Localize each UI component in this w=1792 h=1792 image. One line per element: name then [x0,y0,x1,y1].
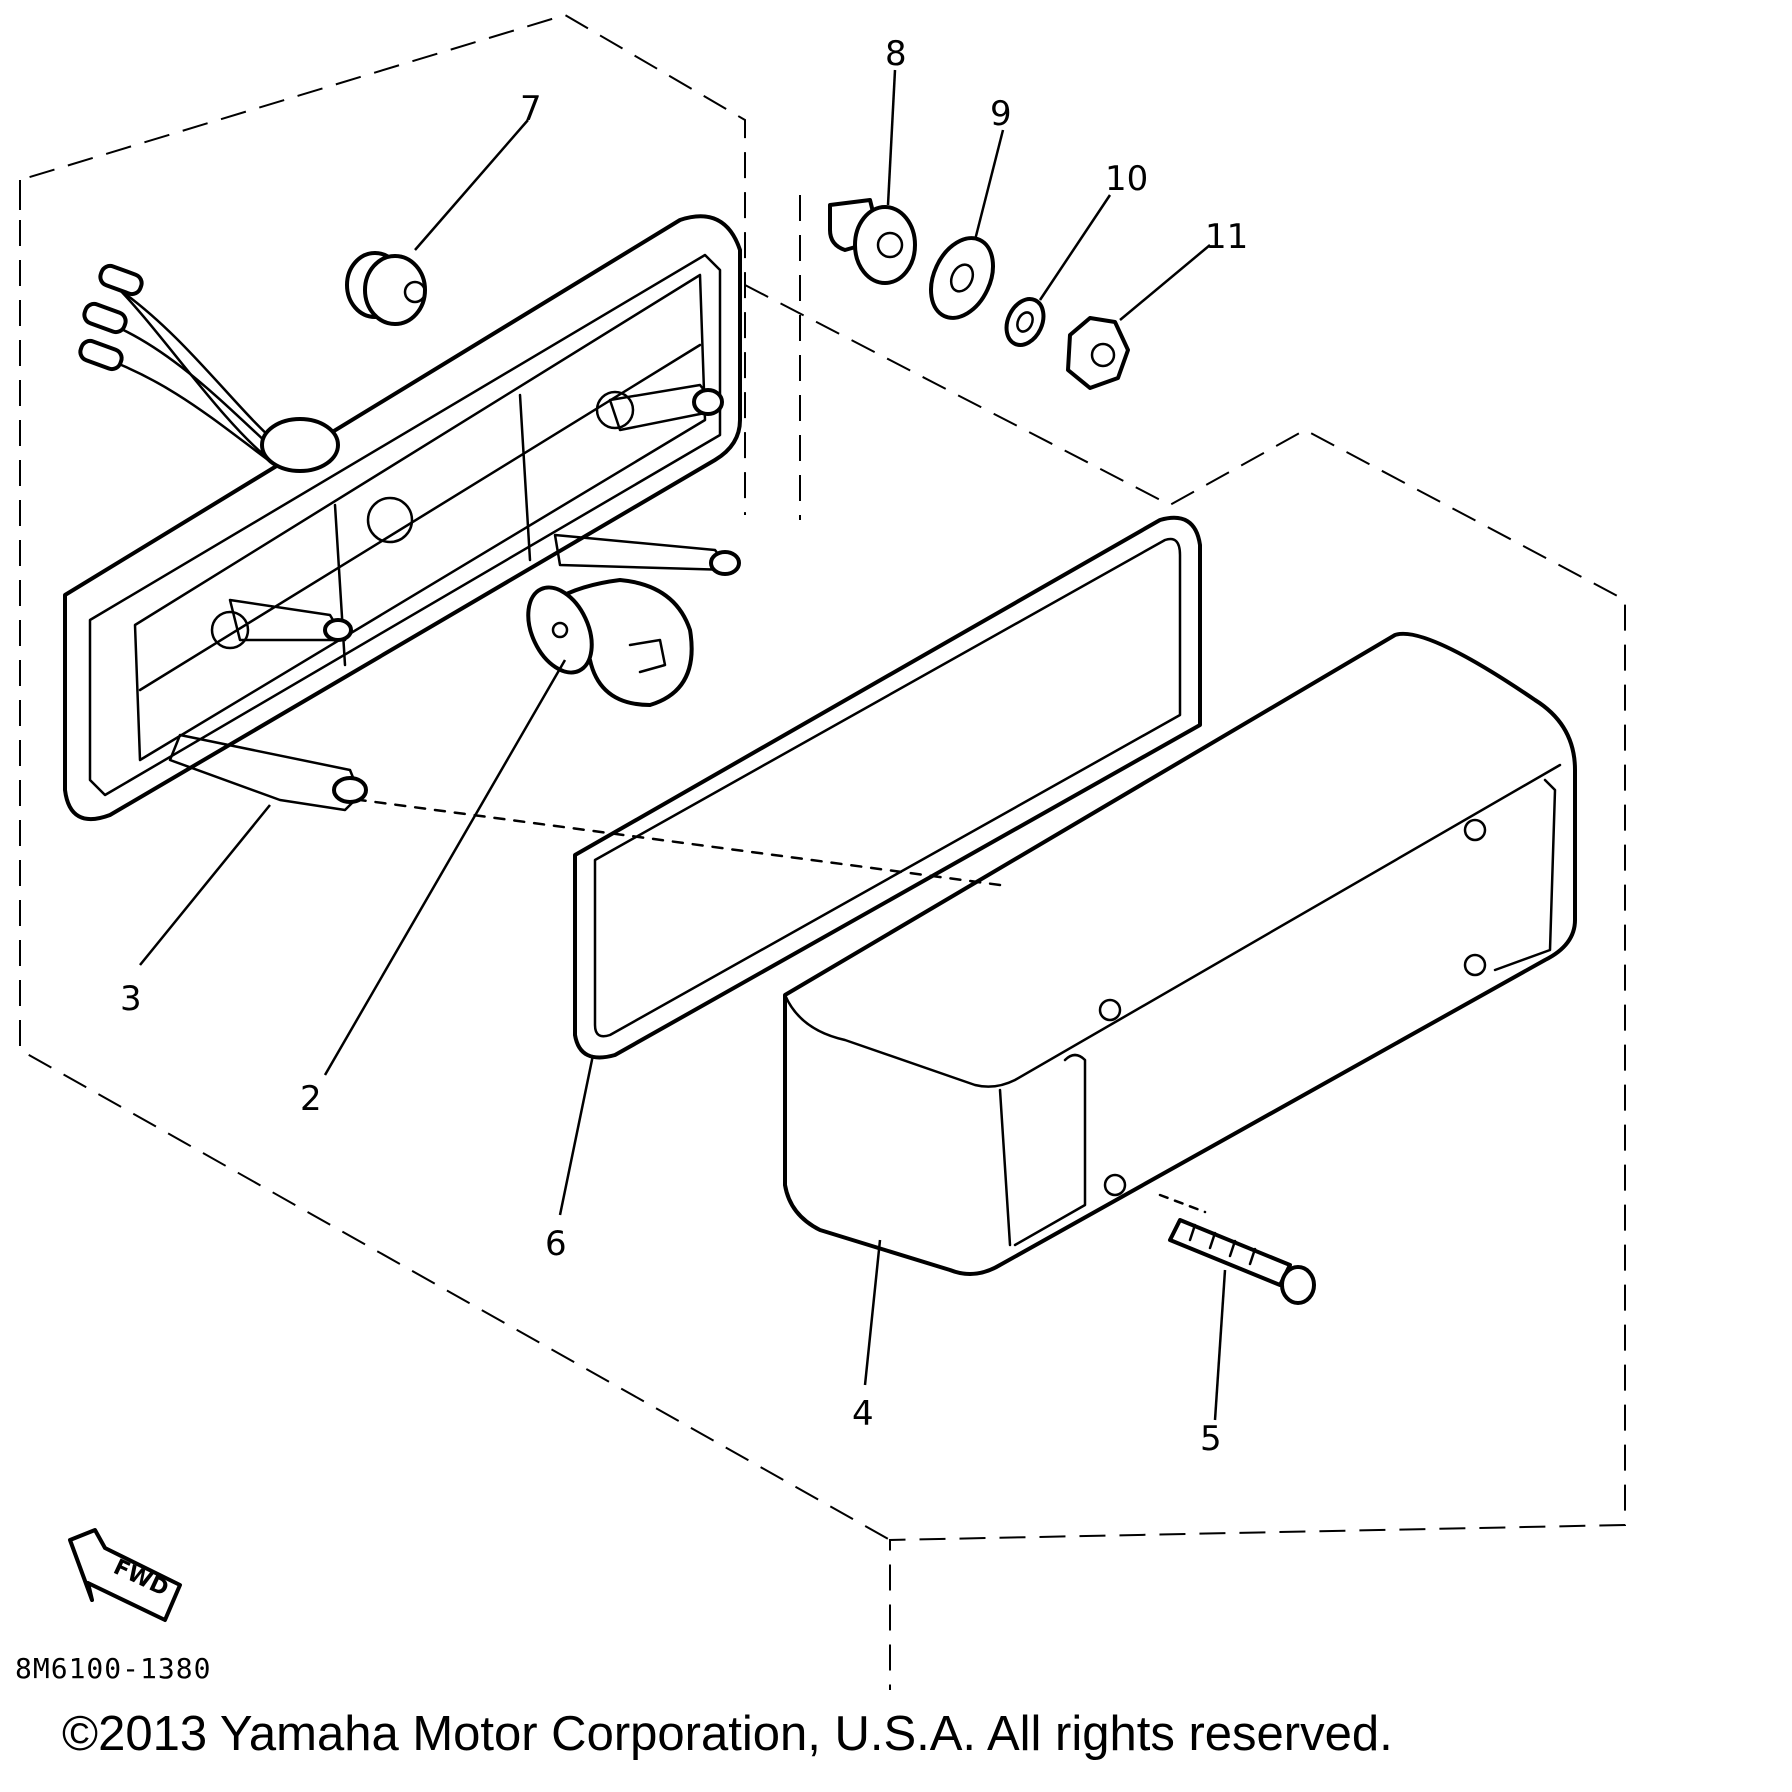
washer [929,236,995,320]
forward-arrow-icon: FWD [68,1528,182,1622]
callout-10: 10 [1105,159,1148,199]
callout-2: 2 [300,1079,322,1119]
drawing-code: 8M6100-1380 [15,1652,211,1685]
leader-lines [139,69,1227,1421]
callout-4: 4 [852,1394,874,1434]
nut [1066,316,1130,390]
callout-labels: 7 8 9 10 11 3 2 6 4 5 [120,34,1248,1459]
lens [783,631,1577,1276]
gasket [573,515,1202,1060]
callout-8: 8 [885,34,907,74]
assembly-outline [19,13,1626,1690]
callout-7: 7 [520,89,542,129]
callout-11: 11 [1205,217,1248,257]
lock-washer [1004,297,1046,347]
collar [828,198,917,285]
callout-5: 5 [1200,1419,1222,1459]
copyright-notice: ©2013 Yamaha Motor Corporation, U.S.A. A… [62,1707,1393,1761]
grommet [345,251,427,326]
callout-6: 6 [545,1224,567,1264]
bulb [526,578,694,707]
screw [1168,1218,1316,1305]
lamp-housing [63,214,742,821]
callout-3: 3 [120,979,142,1019]
callout-9: 9 [990,94,1012,134]
